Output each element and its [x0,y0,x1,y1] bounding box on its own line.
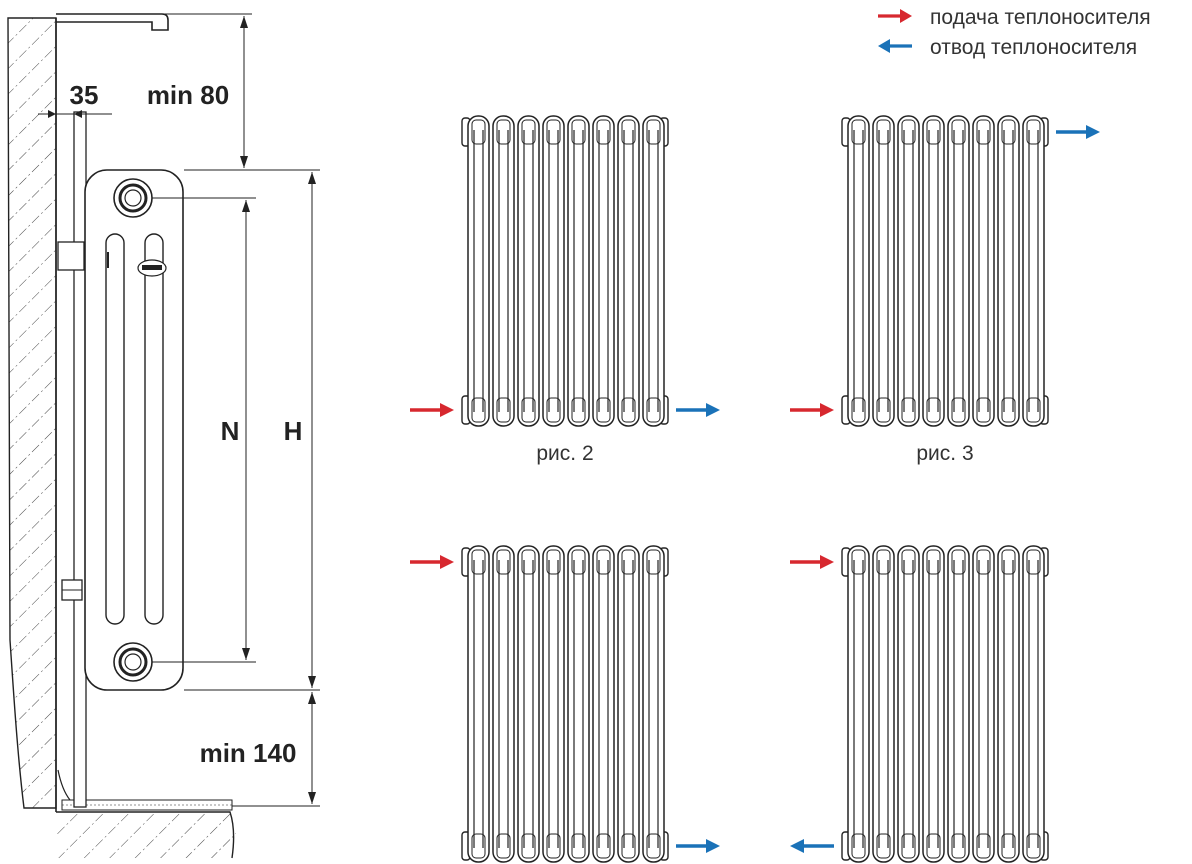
column-slot-right [144,233,164,625]
radiator-section [972,115,995,427]
radiator-section [847,115,870,427]
dim-floor-clearance-label: min 140 [200,738,297,768]
radiator-variant-4 [790,545,1049,863]
return-arrow [790,839,834,853]
radiator-section [542,115,565,427]
legend: подача теплоносителя отвод теплоносителя [878,6,1151,59]
radiator-section [542,545,565,863]
windowsill [56,13,169,31]
legend-return-arrow [878,39,912,53]
radiator-section [922,115,945,427]
radiator-section [897,115,920,427]
floor-hatch [56,812,236,858]
radiator-section [947,115,970,427]
radiator-section [897,545,920,863]
return-arrow [676,839,720,853]
radiator-section [517,115,540,427]
radiator-side-body [84,169,184,691]
return-arrow [676,403,720,417]
radiator-section [1022,115,1045,427]
radiator-section [467,545,490,863]
radiator-section [947,545,970,863]
wall-hatch [7,17,57,809]
supply-arrow [410,403,454,417]
radiator-section [1022,545,1045,863]
radiator-section [567,115,590,427]
radiator-section [592,115,615,427]
radiator-section [642,115,665,427]
column-slot-left [105,233,125,625]
variant-caption: рис. 3 [916,442,973,465]
legend-return-label: отвод теплоносителя [930,36,1137,59]
return-arrow [1056,125,1100,139]
radiator-variant-1: рис. 2 [410,115,720,465]
dim-axis-distance-label: N [221,416,240,446]
supply-arrow [790,555,834,569]
side-view: 35 min 80 N H min 140 [7,13,320,859]
radiator-section [567,545,590,863]
top-bracket [57,241,85,271]
radiator-section [492,115,515,427]
radiator-section [467,115,490,427]
supply-arrow [790,403,834,417]
connection-variants: рис. 2 рис. 3 [410,115,1100,863]
legend-supply-arrow [878,9,912,23]
floor-outline [56,811,235,859]
radiator-section [592,545,615,863]
radiator-variant-2: рис. 3 [790,115,1100,465]
radiator-section [492,545,515,863]
radiator-section [872,545,895,863]
radiator-section [872,115,895,427]
dim-top-offset-label: 35 [70,80,99,110]
radiator-section [997,115,1020,427]
radiator-section [617,545,640,863]
radiator-section [997,545,1020,863]
variant-caption: рис. 2 [536,442,593,465]
radiator-section [617,115,640,427]
radiator-section [517,545,540,863]
radiator-section [922,545,945,863]
dim-height-label: H [284,416,303,446]
radiator-section [847,545,870,863]
supply-arrow [410,555,454,569]
legend-supply-label: подача теплоносителя [930,6,1151,29]
radiator-variant-3 [410,545,720,863]
radiator-section [642,545,665,863]
dim-top-clearance-label: min 80 [147,80,229,110]
radiator-section [972,545,995,863]
